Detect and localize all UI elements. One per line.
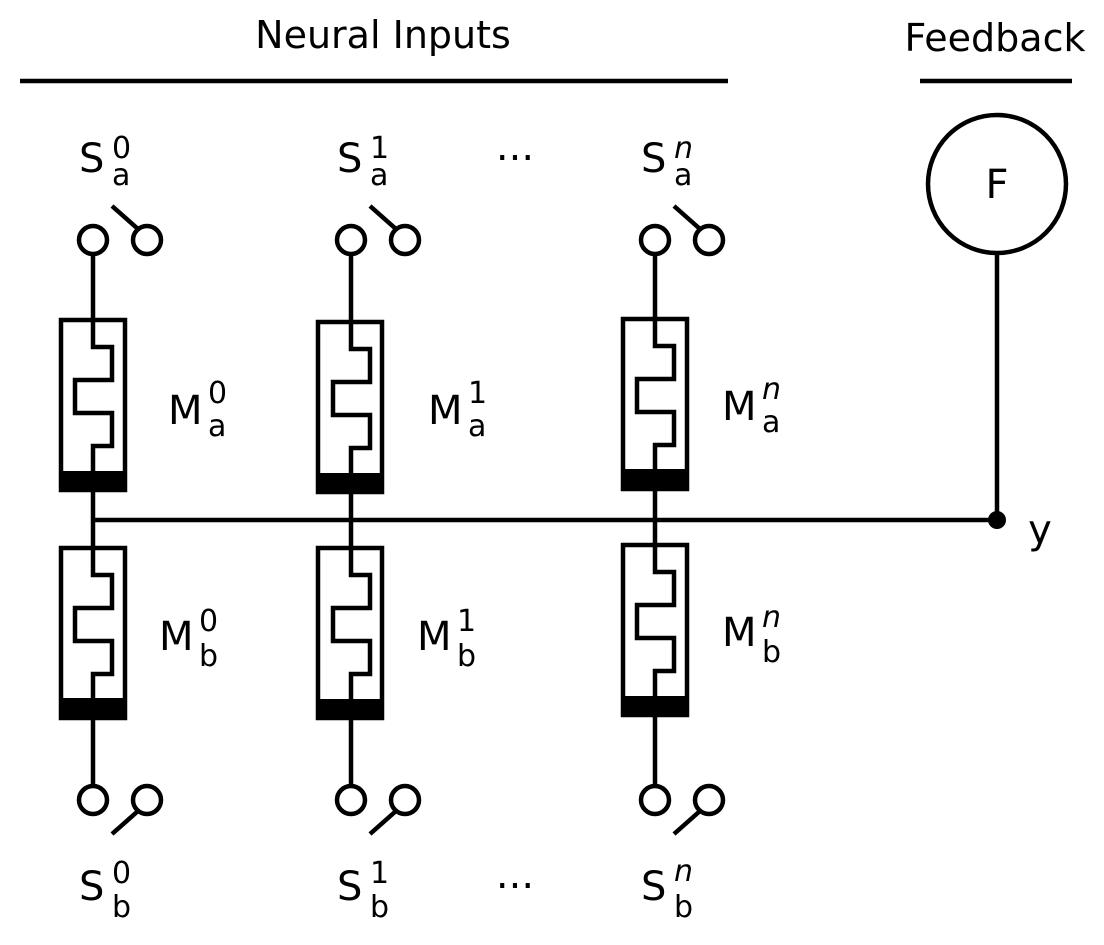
switch-a-label: S 0 a [79,131,135,193]
switch-b-label: S 0 b [79,856,135,925]
memristor-b [58,545,128,721]
switch-a-lever [672,204,702,231]
switch-b-lever [110,809,140,836]
memristor-a [58,317,128,493]
neural-inputs-header: Neural Inputs [255,13,511,57]
switch-a-terminal-left [334,223,368,257]
output-label: y [1028,507,1052,553]
switch-b-label: S 1 b [337,856,393,925]
memristor-a [620,316,690,492]
switch-b-terminal-right [692,783,726,817]
feedback-header: Feedback [905,16,1086,60]
input-column-1: S 1 a M 1 a M 1 b S [315,131,491,925]
feedback-node-label: F [985,162,1008,208]
input-column-0: S 0 a M 0 a M 0 b [58,131,231,925]
memristor-a-label: M 0 a [168,376,231,444]
switch-b-lever [368,809,398,836]
switch-a-label: S n a [641,131,697,193]
switch-b-label: S n b [641,854,697,925]
input-column-n: S n a M n a M n b S [620,131,785,925]
switch-b-terminal-right [130,783,164,817]
switch-a-terminal-left [638,223,672,257]
bottom-ellipsis: ... [496,852,534,898]
switch-a-label: S 1 a [337,131,393,193]
switch-a-lever [110,204,140,231]
memristor-b [315,545,385,721]
switch-a-terminal-right [692,223,726,257]
memristor-a-label: M 1 a [428,376,491,444]
switch-a-terminal-right [130,223,164,257]
memristor-a-label: M n a [722,372,785,440]
switch-a-terminal-left [76,223,110,257]
switch-a-lever [368,204,398,231]
output-junction-dot [988,511,1006,529]
switch-b-terminal-right [388,783,422,817]
memristor-b-label: M n b [722,600,785,670]
memristor-b-label: M 1 b [417,604,480,674]
switch-b-terminal-left [334,783,368,817]
top-ellipsis: ... [496,124,534,170]
memristor-a [315,319,385,495]
switch-b-terminal-left [638,783,672,817]
switch-b-lever [672,809,702,836]
memristor-b [620,542,690,718]
switch-b-terminal-left [76,783,110,817]
memristor-b-label: M 0 b [159,604,222,674]
switch-a-terminal-right [388,223,422,257]
